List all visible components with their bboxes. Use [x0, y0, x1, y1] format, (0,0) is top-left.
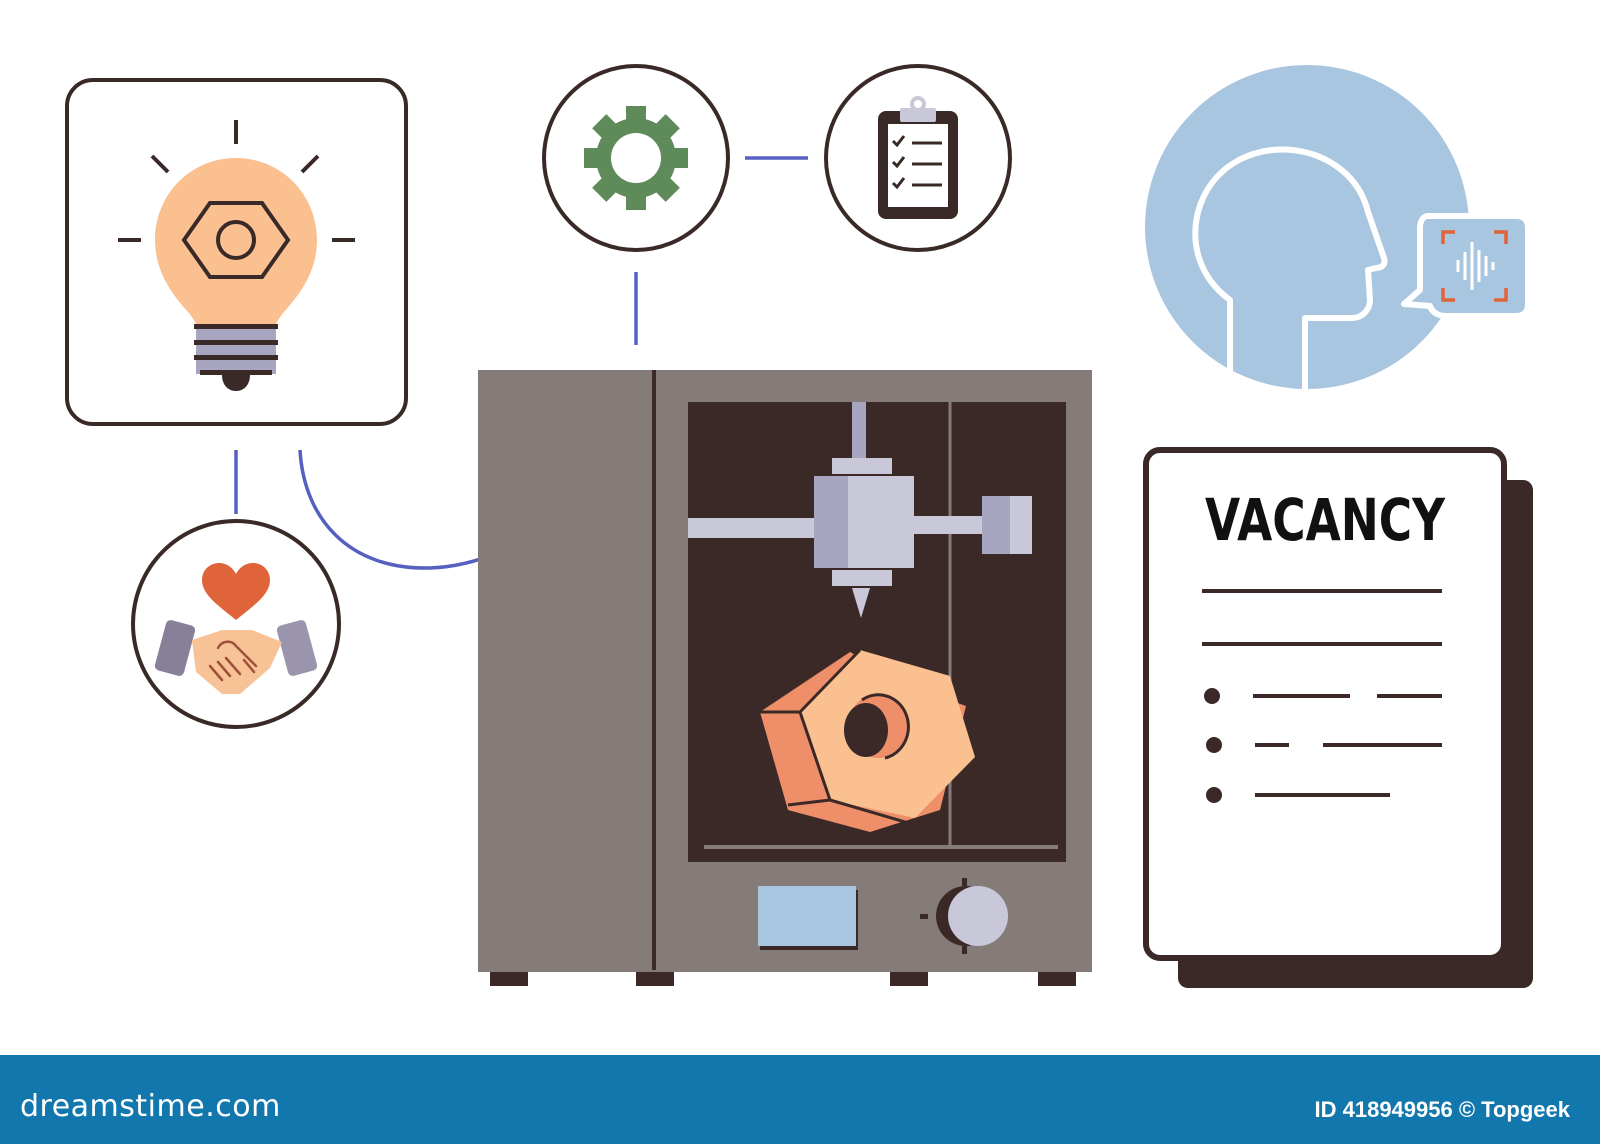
hex-nut-print [760, 648, 975, 832]
image-credit: ID 418949956 © Topgeek [1314, 1097, 1571, 1122]
vacancy-document: VACANCY [1143, 447, 1533, 988]
gear-icon [584, 106, 688, 210]
illustration-canvas: VACANCY [65, 64, 1533, 988]
handshake-heart-icon [154, 563, 318, 694]
clipboard-checklist-icon [878, 96, 958, 219]
vacancy-title: VACANCY [1205, 486, 1446, 554]
footer-bar: dreamstime.com ID 418949956 © Topgeek [0, 1055, 1600, 1144]
3d-printer-icon [478, 370, 1092, 986]
3d-printer [478, 370, 1092, 986]
lightbulb-card [65, 78, 408, 426]
voice-recognition-circle [1145, 65, 1531, 389]
handshake-circle [131, 519, 341, 729]
gear-circle [542, 64, 730, 252]
brand-logo: dreamstime.com [20, 1089, 281, 1124]
lightbulb-with-nut-icon [118, 120, 355, 391]
clipboard-circle [824, 64, 1012, 252]
head-voice-recognition-icon [1192, 146, 1531, 389]
